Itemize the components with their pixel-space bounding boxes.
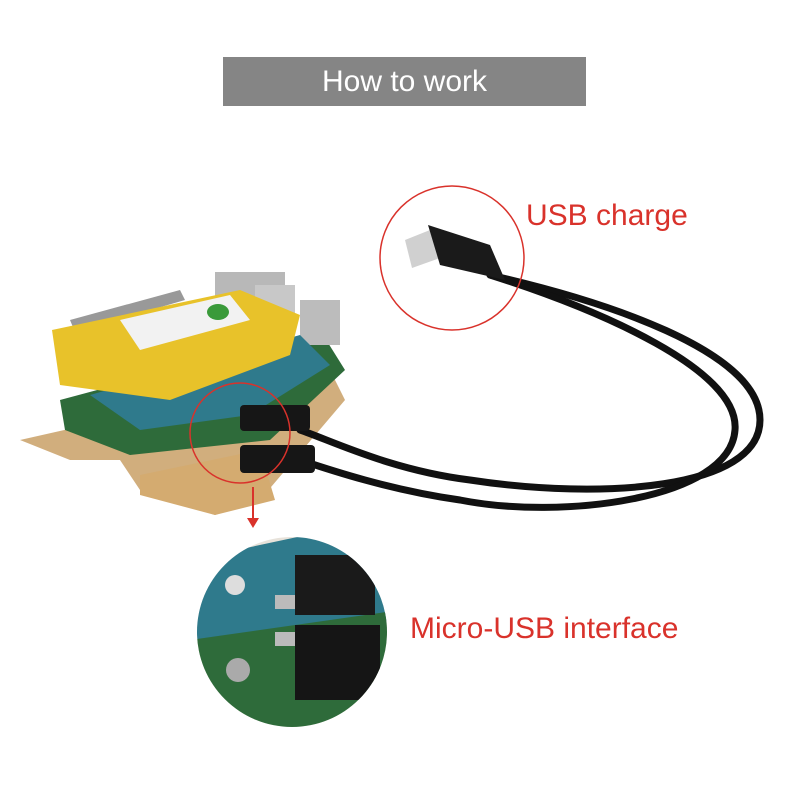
battery bbox=[52, 290, 300, 400]
usb-highlight-circle bbox=[379, 185, 525, 331]
micro-usb-highlight-circle bbox=[189, 382, 291, 484]
micro-usb-plugs bbox=[240, 405, 315, 473]
usb-charge-label: USB charge bbox=[526, 199, 688, 232]
micro-usb-detail-inset bbox=[197, 537, 387, 727]
usb-a-plug bbox=[405, 225, 505, 280]
micro-usb-label: Micro-USB interface bbox=[410, 612, 679, 645]
title-banner: How to work bbox=[223, 57, 586, 106]
usb-y-cable bbox=[296, 271, 764, 511]
arrow-down-icon bbox=[247, 487, 259, 528]
